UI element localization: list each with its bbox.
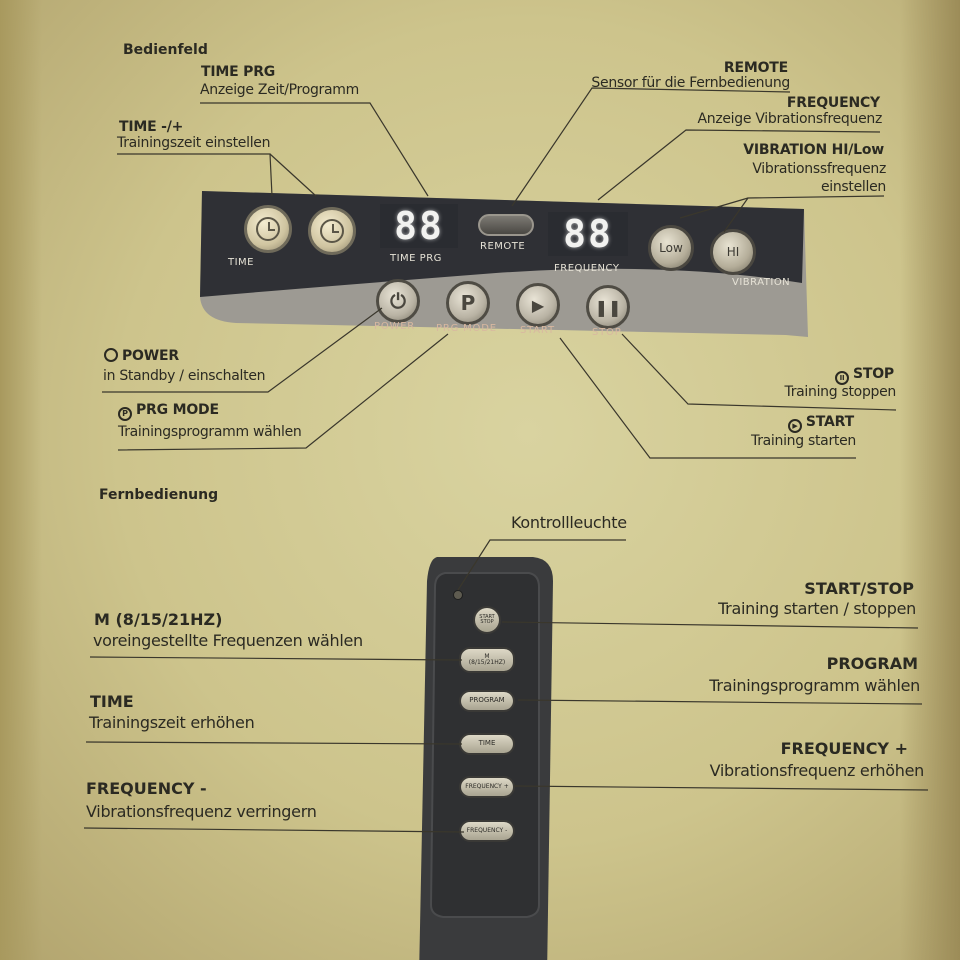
remote-frequency-plus-button[interactable]: FREQUENCY + xyxy=(459,776,515,798)
panel-power-label: POWER xyxy=(374,321,416,332)
callout-vibration-title: VIBRATION HI/Low xyxy=(743,142,884,158)
callout-m-title: M (8/15/21HZ) xyxy=(94,610,223,629)
m-label: M(8/15/21HZ) xyxy=(468,652,506,666)
callout-time-desc: Trainingszeit einstellen xyxy=(117,135,271,151)
callout-stop-desc: Training stoppen xyxy=(784,384,897,400)
panel-prg-mode-label: PRG MODE xyxy=(436,323,497,334)
start-button[interactable]: ▶ xyxy=(516,283,560,327)
leader-time-prg xyxy=(200,102,429,197)
callout-frequency-desc: Anzeige Vibrationsfrequenz xyxy=(697,111,882,127)
callout-start-stop-desc: Training starten / stoppen xyxy=(718,599,916,618)
panel-time-prg-label: TIME PRG xyxy=(390,253,442,264)
section-title-bedienfeld: Bedienfeld xyxy=(123,42,208,58)
time-minus-button[interactable] xyxy=(244,205,292,253)
callout-power-desc: in Standby / einschalten xyxy=(103,368,266,384)
callout-vibration-desc-2: einstellen xyxy=(820,179,886,195)
panel-frequency-label: FREQUENCY xyxy=(554,263,620,274)
callout-remote-title: REMOTE xyxy=(723,60,788,76)
prg-mode-button[interactable]: P xyxy=(446,281,490,325)
panel-stop-label: STOP xyxy=(592,327,622,338)
callout-freq-minus-title: FREQUENCY - xyxy=(86,779,207,798)
time-prg-display: 88 xyxy=(380,204,458,248)
callout-remote-desc: Sensor für die Fernbedienung xyxy=(591,75,790,91)
frequency-display: 88 xyxy=(548,212,628,256)
indicator-light xyxy=(453,590,463,600)
play-icon: ▶ xyxy=(787,419,802,433)
vibration-hi-button[interactable]: HI xyxy=(710,229,756,275)
callout-time-title-remote: TIME xyxy=(90,692,134,711)
page-shadow-right xyxy=(900,0,960,960)
pause-icon: ❚❚ xyxy=(594,297,622,317)
callout-freq-minus-desc: Vibrationsfrequenz verringern xyxy=(86,802,317,821)
stop-button[interactable]: ❚❚ xyxy=(586,285,630,329)
remote-sensor xyxy=(478,214,534,236)
power-icon: ⏻ xyxy=(390,289,406,313)
prg-mode-icon: P xyxy=(460,291,476,315)
callout-freq-plus-title: FREQUENCY + xyxy=(780,739,908,758)
remote-program-button[interactable]: PROGRAM xyxy=(459,690,515,712)
callout-vibration-desc-1: Vibrationssfrequenz xyxy=(752,161,886,177)
callout-prg-mode-desc: Trainingsprogramm wählen xyxy=(118,424,302,440)
page-shadow-left xyxy=(0,0,42,960)
callout-start-desc: Training starten xyxy=(751,433,856,449)
panel-remote-label: REMOTE xyxy=(480,241,526,252)
remote-frequency-minus-button[interactable]: FREQUENCY - xyxy=(459,820,515,842)
play-icon: ▶ xyxy=(531,295,545,315)
callout-power-title: POWER xyxy=(104,348,179,364)
callout-start-stop-title: START/STOP xyxy=(804,579,914,598)
callout-frequency-title: FREQUENCY xyxy=(786,95,880,111)
callout-m-desc: voreingestellte Frequenzen wählen xyxy=(93,631,363,650)
callout-program-title: PROGRAM xyxy=(826,654,918,673)
pause-icon: II xyxy=(835,371,849,385)
callout-time-title: TIME -/+ xyxy=(119,119,184,135)
callout-time-prg-desc: Anzeige Zeit/Programm xyxy=(200,82,359,98)
section-title-fernbedienung: Fernbedienung xyxy=(99,487,219,503)
callout-time-desc-remote: Trainingszeit erhöhen xyxy=(89,713,255,732)
remote-m-button[interactable]: M(8/15/21HZ) xyxy=(459,647,515,673)
prg-mode-icon: P xyxy=(118,407,132,421)
power-button[interactable]: ⏻ xyxy=(376,279,420,323)
clock-icon xyxy=(320,219,344,243)
panel-time-label: TIME xyxy=(228,257,255,268)
power-icon xyxy=(104,348,118,362)
vibration-low-button[interactable]: Low xyxy=(648,225,694,271)
panel-start-label: START xyxy=(520,325,555,336)
callout-program-desc: Trainingsprogramm wählen xyxy=(709,676,920,695)
callout-time-prg-title: TIME PRG xyxy=(201,64,276,80)
time-plus-button[interactable] xyxy=(308,207,356,255)
control-panel: TIME 88 TIME PRG REMOTE 88 FREQUENCY Low… xyxy=(196,187,808,338)
callout-freq-plus-desc: Vibrationsfrequenz erhöhen xyxy=(709,761,925,780)
callout-indicator-light: Kontrollleuchte xyxy=(511,513,627,532)
clock-icon xyxy=(256,217,280,241)
panel-vibration-label: VIBRATION xyxy=(732,277,791,288)
callout-start-title: ▶START xyxy=(787,414,854,433)
